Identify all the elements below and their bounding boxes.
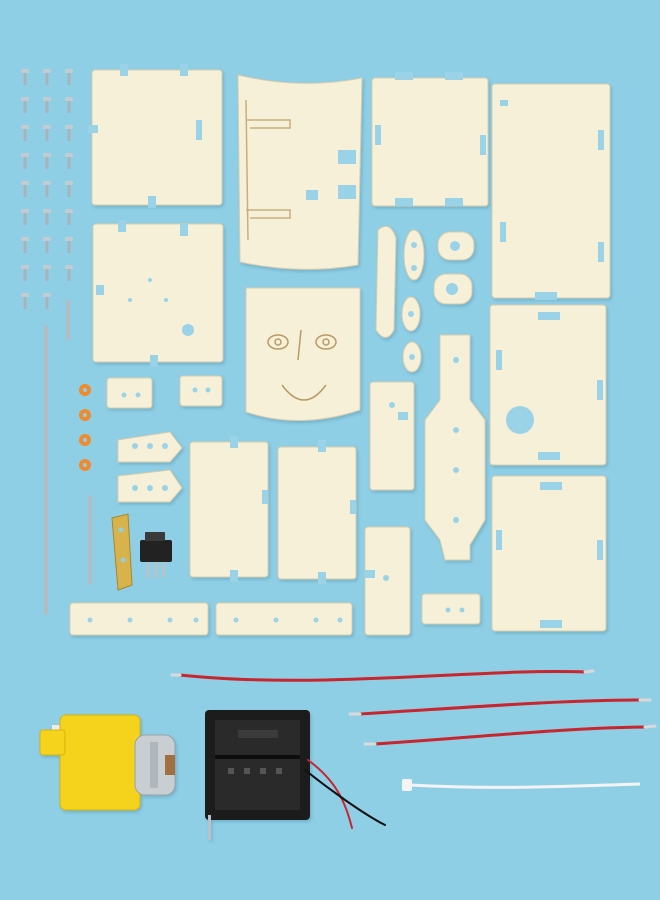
bar-left bbox=[69, 602, 209, 636]
screw-shaft bbox=[67, 241, 71, 253]
panel-engraving-lines bbox=[245, 99, 291, 241]
screw bbox=[43, 293, 51, 297]
panel-holes bbox=[87, 241, 534, 623]
panel-top-left bbox=[91, 69, 223, 206]
smiley-face-engraving bbox=[267, 329, 337, 401]
screw-shaft bbox=[23, 157, 27, 169]
panel-tiny-bottom bbox=[421, 593, 481, 625]
small-block-2 bbox=[179, 375, 223, 407]
screw-shaft bbox=[23, 213, 27, 225]
panel-right-bottom bbox=[491, 475, 607, 632]
screw bbox=[21, 69, 29, 73]
panel-small-bottom bbox=[364, 526, 411, 636]
screw-shaft bbox=[23, 297, 27, 309]
screw-shaft bbox=[45, 157, 49, 169]
screw-shaft bbox=[45, 129, 49, 141]
screw-shaft bbox=[23, 129, 27, 141]
panel-left-holes bbox=[92, 223, 224, 363]
gear-motor bbox=[39, 714, 176, 811]
screw bbox=[65, 69, 73, 73]
panel-mid-center bbox=[277, 446, 357, 580]
screw-shaft bbox=[45, 297, 49, 309]
screw bbox=[65, 265, 73, 269]
screw-shaft bbox=[45, 241, 49, 253]
wire-tips bbox=[170, 669, 657, 746]
panel-mid-left bbox=[189, 441, 269, 578]
screws bbox=[21, 69, 73, 309]
panel-top-right bbox=[491, 83, 611, 299]
crank-arm bbox=[375, 225, 397, 338]
white-cable-tie bbox=[402, 779, 641, 791]
orange-washers bbox=[79, 384, 91, 471]
screw bbox=[21, 293, 29, 297]
panel-slots bbox=[88, 64, 604, 628]
screw-shaft bbox=[67, 157, 71, 169]
screw bbox=[65, 153, 73, 157]
screw-shaft bbox=[67, 269, 71, 281]
metal-rod bbox=[44, 300, 92, 615]
screw-shaft bbox=[67, 185, 71, 197]
screw bbox=[43, 125, 51, 129]
panel-face bbox=[245, 287, 361, 422]
screw-shaft bbox=[45, 185, 49, 197]
panel-small-slot bbox=[369, 381, 415, 491]
screw-shaft bbox=[23, 73, 27, 85]
screw-shaft bbox=[67, 101, 71, 113]
battery-holder bbox=[205, 710, 310, 840]
screw-shaft bbox=[23, 101, 27, 113]
screw-shaft bbox=[67, 129, 71, 141]
screw bbox=[21, 265, 29, 269]
panel-chassis bbox=[424, 334, 486, 561]
screw-shaft bbox=[45, 269, 49, 281]
screw bbox=[43, 97, 51, 101]
screw bbox=[65, 97, 73, 101]
screw bbox=[43, 209, 51, 213]
micro-switch bbox=[140, 532, 172, 578]
screw bbox=[21, 209, 29, 213]
red-wires bbox=[178, 670, 647, 829]
screw bbox=[65, 181, 73, 185]
screw bbox=[21, 237, 29, 241]
brass-bracket bbox=[111, 513, 133, 591]
screw-shaft bbox=[67, 73, 71, 85]
screw bbox=[21, 97, 29, 101]
panel-top-mid bbox=[371, 77, 489, 207]
screw bbox=[65, 209, 73, 213]
screw-shaft bbox=[45, 213, 49, 225]
screw bbox=[65, 125, 73, 129]
screw bbox=[43, 181, 51, 185]
screw bbox=[43, 237, 51, 241]
screw-shaft bbox=[67, 213, 71, 225]
screw-shaft bbox=[23, 241, 27, 253]
screw bbox=[43, 153, 51, 157]
panel-right-circle bbox=[489, 304, 607, 466]
screw-shaft bbox=[23, 185, 27, 197]
screw bbox=[21, 153, 29, 157]
small-block-1 bbox=[106, 377, 153, 409]
screw bbox=[43, 265, 51, 269]
screw bbox=[65, 237, 73, 241]
bar-center bbox=[215, 602, 353, 636]
screw bbox=[21, 125, 29, 129]
screw-shaft bbox=[45, 101, 49, 113]
screw bbox=[43, 69, 51, 73]
panel-curved-top bbox=[237, 74, 363, 270]
link-1 bbox=[403, 229, 425, 281]
screw bbox=[21, 181, 29, 185]
screw-shaft bbox=[45, 73, 49, 85]
screw-shaft bbox=[23, 269, 27, 281]
